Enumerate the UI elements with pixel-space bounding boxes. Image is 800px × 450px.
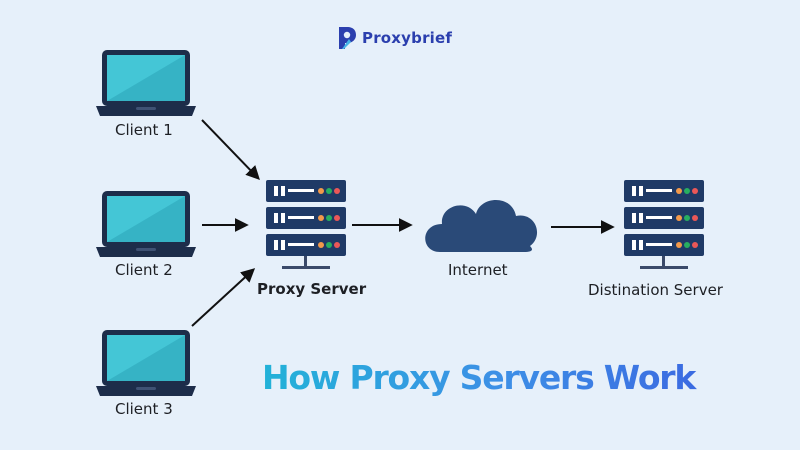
arrow-icon (191, 268, 256, 327)
proxy-server-label: Proxy Server (257, 280, 367, 298)
server-rack-icon (266, 180, 346, 269)
internet-label: Internet (448, 261, 508, 279)
laptop-icon (96, 191, 196, 257)
brand-name: Proxybrief (362, 29, 453, 47)
server-rack-icon (624, 180, 704, 269)
headline: How Proxy Servers Work (262, 358, 742, 397)
client-2-label: Client 2 (115, 261, 173, 279)
proxybrief-logo-icon (339, 27, 356, 49)
destination-server-label: Distination Server (588, 281, 723, 299)
brand-logo: Proxybrief (336, 25, 452, 51)
client-1-label: Client 1 (115, 121, 173, 139)
client-3-label: Client 3 (115, 400, 173, 418)
cloud-icon (425, 200, 538, 252)
arrow-icon (201, 119, 260, 181)
laptop-icon (96, 50, 196, 116)
laptop-icon (96, 330, 196, 396)
